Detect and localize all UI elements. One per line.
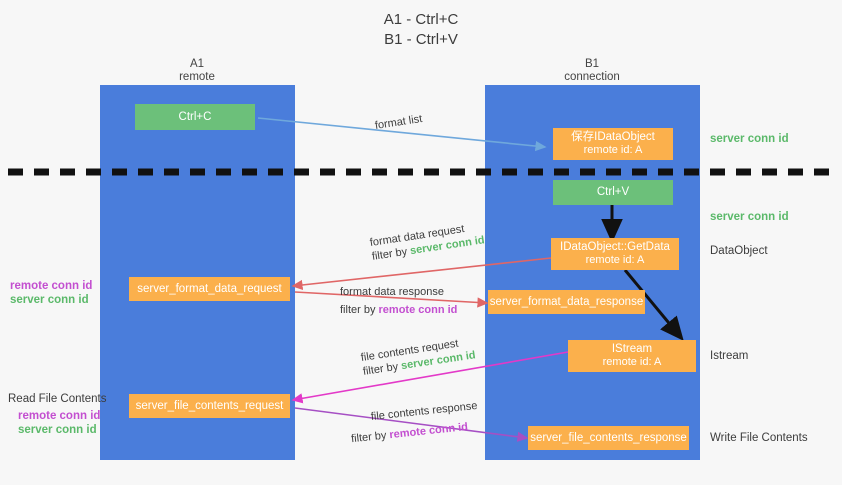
- lane-header-a1: A1 remote: [117, 58, 277, 84]
- flow-format-data-response-text: format data response: [340, 286, 444, 298]
- annotation-server-conn-id-1: server conn id: [10, 294, 89, 306]
- annotation-read-file-contents: Read File Contents: [8, 393, 107, 405]
- node-idataobject[interactable]: 保存IDataObject remote id: A: [553, 128, 673, 160]
- node-getdata-line-2: remote id: A: [585, 254, 645, 266]
- node-getdata-line-1: IDataObject::GetData: [560, 241, 670, 253]
- node-server-format-data-response[interactable]: server_format_data_response: [488, 290, 645, 314]
- filter-prefix: filter by: [350, 429, 388, 446]
- annotation-remote-conn-id-1: remote conn id: [10, 280, 93, 292]
- title-line-1: A1 - Ctrl+C: [383, 11, 459, 28]
- annotation-write-file-contents: Write File Contents: [710, 432, 808, 444]
- flow-label-format-data-response: format data response filter by remote co…: [340, 285, 457, 317]
- filter-value-remote-conn-id: remote conn id: [378, 304, 458, 316]
- node-server-file-contents-response-label: server_file_contents_response: [530, 431, 687, 444]
- node-server-file-contents-request-label: server_file_contents_request: [135, 399, 284, 412]
- flow-label-file-contents-request: file contents request filter by server c…: [360, 334, 477, 379]
- annotation-istream: Istream: [710, 350, 749, 362]
- annotation-dataobject: DataObject: [710, 245, 768, 257]
- annotation-server-conn-id-top: server conn id: [710, 133, 789, 145]
- node-ctrl-c[interactable]: Ctrl+C: [135, 104, 255, 130]
- node-idataobject-line-1: 保存IDataObject: [571, 131, 655, 143]
- lane-b1-name: B1: [584, 58, 600, 70]
- node-idataobject-line-2: remote id: A: [583, 144, 643, 156]
- filter-prefix: filter by: [340, 304, 376, 316]
- lane-b1-sub: connection: [564, 71, 620, 83]
- title-line-2: B1 - Ctrl+V: [384, 31, 458, 48]
- node-idataobject-getdata[interactable]: IDataObject::GetData remote id: A: [551, 238, 679, 270]
- node-server-file-contents-response[interactable]: server_file_contents_response: [528, 426, 689, 450]
- lane-header-b1: B1 connection: [512, 58, 672, 84]
- annotation-conn-id-group-2: remote conn id server conn id: [18, 409, 100, 437]
- node-ctrl-v-label: Ctrl+V: [596, 186, 630, 198]
- lane-a1-name: A1: [189, 58, 205, 70]
- node-server-format-data-response-label: server_format_data_response: [489, 295, 644, 308]
- node-server-file-contents-request[interactable]: server_file_contents_request: [129, 394, 290, 418]
- lane-a1-sub: remote: [179, 71, 215, 83]
- filter-prefix: filter by: [362, 360, 400, 378]
- filter-value-remote-conn-id: remote conn id: [388, 421, 469, 442]
- page-title: A1 - Ctrl+C B1 - Ctrl+V: [0, 10, 842, 50]
- flow-label-file-contents-response: file contents response filter by remote …: [351, 399, 480, 445]
- node-ctrl-v[interactable]: Ctrl+V: [553, 180, 673, 205]
- annotation-server-conn-id-mid: server conn id: [710, 211, 789, 223]
- annotation-server-conn-id-2: server conn id: [18, 424, 97, 436]
- node-istream[interactable]: IStream remote id: A: [568, 340, 696, 372]
- node-istream-line-2: remote id: A: [602, 356, 662, 368]
- node-ctrl-c-label: Ctrl+C: [178, 110, 212, 123]
- flow-label-format-list: format list: [374, 113, 424, 132]
- flow-file-contents-response-filter: filter by remote conn id: [350, 419, 480, 446]
- annotation-remote-conn-id-2: remote conn id: [18, 410, 101, 422]
- filter-prefix: filter by: [371, 245, 409, 263]
- flow-label-format-data-request: format data request filter by server con…: [369, 219, 486, 264]
- flow-format-data-response-filter: filter by remote conn id: [340, 303, 457, 317]
- node-istream-line-1: IStream: [611, 343, 653, 355]
- node-server-format-data-request[interactable]: server_format_data_request: [129, 277, 290, 301]
- annotation-conn-id-group-1: remote conn id server conn id: [10, 279, 92, 307]
- node-server-format-data-request-label: server_format_data_request: [137, 282, 282, 295]
